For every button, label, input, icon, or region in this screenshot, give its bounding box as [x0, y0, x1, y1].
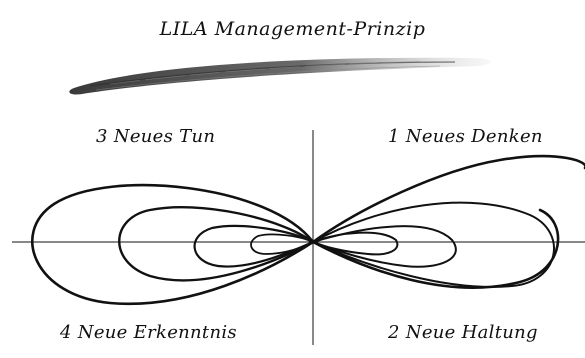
- outer-loop-right-lower: [311, 208, 560, 289]
- brush-stroke: [69, 57, 491, 95]
- left-loop-tiny: [250, 233, 314, 255]
- right-loop-small: [312, 231, 399, 256]
- left-loop-medium: [118, 206, 315, 282]
- quadrant-label-1: 1 Neues Denken: [388, 126, 543, 147]
- quadrant-label-4: 4 Neue Erkenntnis: [60, 322, 237, 343]
- right-loop-large: [312, 201, 555, 288]
- diagram-title: LILA Management-Prinzip: [159, 18, 426, 40]
- quadrant-label-3: 3 Neues Tun: [96, 126, 216, 147]
- right-loop-medium: [312, 225, 457, 268]
- left-loop-small: [193, 224, 315, 268]
- lemniscate-loops: [31, 154, 585, 306]
- outer-loop: [31, 154, 585, 306]
- quadrant-label-2: 2 Neue Haltung: [388, 322, 538, 343]
